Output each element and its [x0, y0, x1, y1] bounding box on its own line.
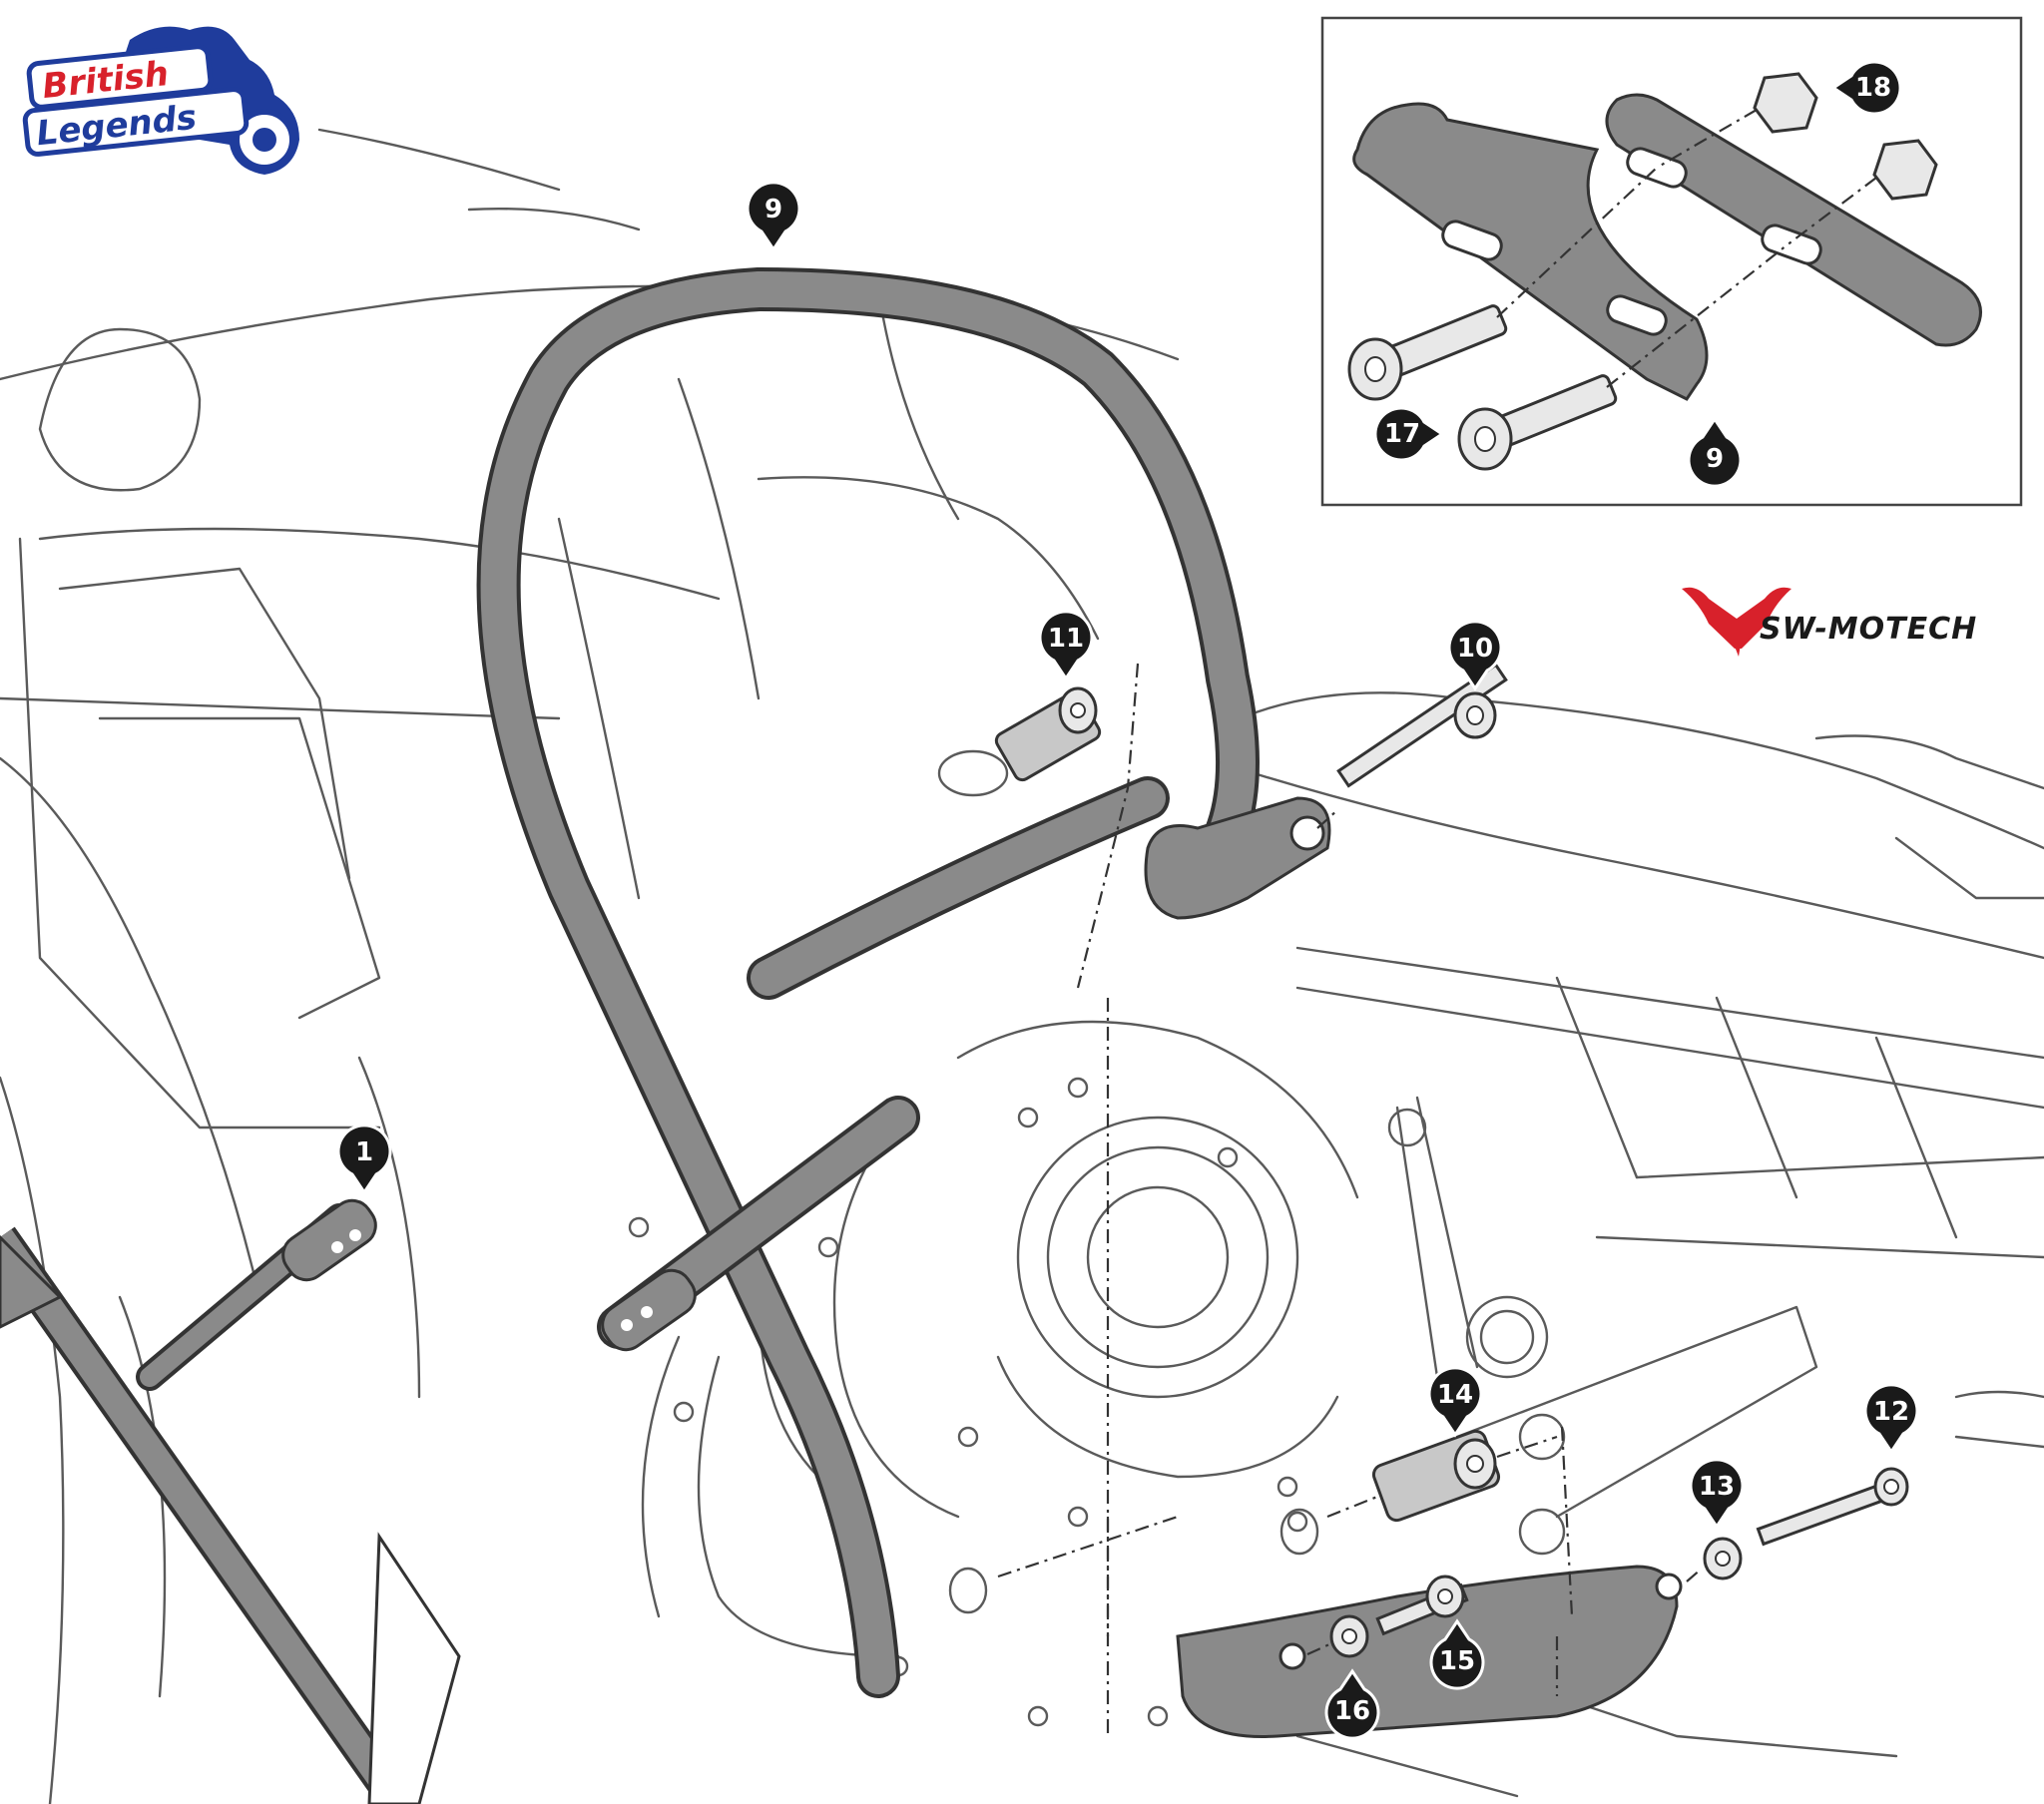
inset-mount-plate-right — [1605, 93, 1982, 347]
callout-pin: 15 — [1429, 1618, 1485, 1690]
callout-marker — [1447, 620, 1503, 691]
callout-label: 18 — [1855, 73, 1891, 103]
brand-name: SW-MOTECH — [1760, 612, 1977, 647]
callout-label: 13 — [1699, 1472, 1735, 1502]
bolt-12 — [1756, 1467, 1909, 1547]
callout-marker — [1689, 1458, 1745, 1530]
upper-mount-bracket — [1144, 796, 1331, 920]
callout-pin: 9 — [746, 181, 801, 252]
horns-icon — [1682, 587, 1791, 657]
inset-nut-lower — [1872, 139, 1938, 201]
callout-pin: 13 — [1689, 1458, 1745, 1530]
bolt-10 — [1336, 663, 1508, 788]
callout-label: 12 — [1873, 1397, 1909, 1427]
callout-marker — [336, 1124, 392, 1195]
callout-marker — [746, 181, 801, 252]
callout-pin: 10 — [1447, 620, 1503, 691]
inset-bolt-upper — [1347, 304, 1508, 401]
lower-mount-plate — [1176, 1565, 1679, 1738]
inset-detail — [1320, 16, 2023, 507]
inset-mount-plate-left — [1352, 102, 1709, 401]
callout-marker — [1373, 406, 1445, 462]
callout-label: 16 — [1334, 1696, 1370, 1726]
callout-label: 17 — [1384, 419, 1420, 449]
callout-marker — [1830, 60, 1902, 116]
callout-pin: 17 — [1373, 406, 1445, 462]
callout-label: 1 — [355, 1137, 373, 1167]
callout-pin: 11 — [1038, 610, 1094, 681]
callout-label: 9 — [1706, 444, 1724, 474]
washer-16 — [1329, 1614, 1369, 1658]
motorcycle-sketch — [0, 128, 2044, 1804]
inset-nut-upper — [1753, 72, 1818, 134]
callout-label: 14 — [1437, 1380, 1473, 1410]
strut-end-upper — [281, 1198, 377, 1282]
callout-pin: 16 — [1324, 1668, 1380, 1740]
spacer-11 — [994, 686, 1102, 782]
front-strut — [0, 1198, 461, 1804]
callout-marker — [1038, 610, 1094, 681]
callout-pin: 18 — [1830, 60, 1902, 116]
callout-marker — [1324, 1668, 1380, 1740]
sw-motech-brand: SW-MOTECH — [1682, 587, 1977, 657]
inset-bolt-lower — [1457, 374, 1618, 471]
callout-pin: 9 — [1687, 416, 1743, 488]
callout-label: 15 — [1439, 1646, 1475, 1676]
callout-pin: 14 — [1427, 1366, 1483, 1438]
bolt-15 — [1375, 1575, 1469, 1636]
callout-label: 10 — [1457, 634, 1493, 664]
callout-label: 11 — [1048, 624, 1084, 654]
callout-marker — [1429, 1618, 1485, 1690]
british-legends-logo: British Legends — [22, 26, 299, 175]
callout-marker — [1863, 1383, 1919, 1455]
callout-label: 9 — [765, 195, 782, 225]
washer-13 — [1703, 1537, 1743, 1580]
callout-marker — [1687, 416, 1743, 488]
spacer-14 — [1371, 1429, 1501, 1523]
callout-marker — [1427, 1366, 1483, 1438]
callout-pin: 12 — [1863, 1383, 1919, 1455]
callout-pin: 1 — [336, 1124, 392, 1195]
callout-pins: 1 9 10 11 12 13 14 15 16 17 18 9 — [336, 60, 1919, 1740]
crash-bar-main — [476, 267, 1683, 1738]
